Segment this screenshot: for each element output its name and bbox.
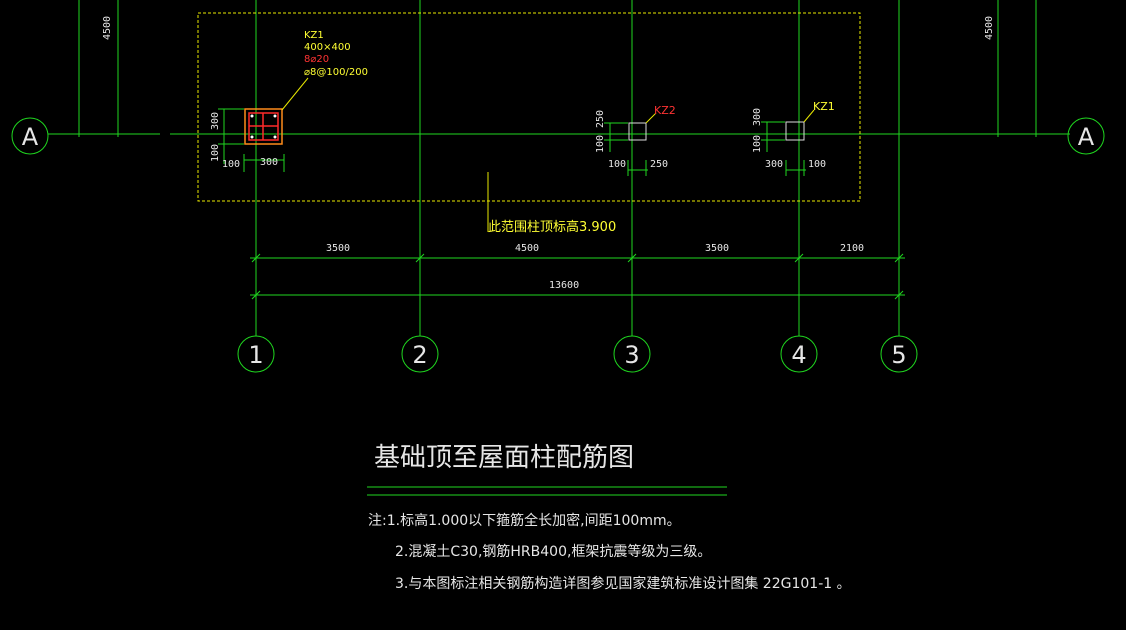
drawing-title: 基础顶至屋面柱配筋图 — [374, 443, 634, 473]
elevation-note: 此范围柱顶标高3.900 — [488, 219, 616, 235]
kz1-main-stirrup: ⌀8@100/200 — [304, 67, 368, 78]
span-2-3: 4500 — [515, 243, 539, 254]
svg-text:3: 3 — [624, 341, 639, 369]
total-dimension-line — [250, 290, 905, 300]
axis-a-bubble-right: A — [1067, 117, 1105, 155]
span-dimension-line — [250, 253, 905, 263]
kz1-right-dim-h1: 300 — [752, 108, 763, 126]
kz1-main-dim-h1: 300 — [210, 112, 221, 130]
note-2: 2.混凝土C30,钢筋HRB400,框架抗震等级为三级。 — [395, 543, 711, 560]
column-kz2 — [604, 112, 657, 176]
axis-a-bubble-left: A — [11, 117, 49, 155]
kz1-right-dim-w1: 300 — [765, 159, 783, 170]
kz2-dim-h2: 100 — [595, 135, 606, 153]
span-3-4: 3500 — [705, 243, 729, 254]
kz1-main-dim-h2: 100 — [210, 144, 221, 162]
kz1-right-dim-w2: 100 — [808, 159, 826, 170]
top-dim-right: 4500 — [984, 16, 995, 40]
kz2-dim-w2: 250 — [650, 159, 668, 170]
kz2-dim-h1: 250 — [595, 110, 606, 128]
svg-text:1: 1 — [248, 341, 263, 369]
axis-bubble-1: 1 — [237, 335, 275, 373]
svg-text:A: A — [1078, 123, 1095, 151]
vertical-grid-lines — [78, 0, 1037, 336]
kz1-main-dim-w1: 100 — [222, 159, 240, 170]
svg-text:5: 5 — [891, 341, 906, 369]
top-dim-left: 4500 — [102, 16, 113, 40]
span-4-5: 2100 — [840, 243, 864, 254]
kz1-right-dim-h2: 100 — [752, 135, 763, 153]
kz1-main-dim-w2: 300 — [260, 157, 278, 168]
kz2-dim-w1: 100 — [608, 159, 626, 170]
elevation-range-box — [197, 12, 861, 202]
kz1-main-size: 400×400 — [304, 42, 351, 53]
kz2-name: KZ2 — [654, 104, 676, 117]
note-3: 3.与本图标注相关钢筋构造详图参见国家建筑标准设计图集 22G101-1 。 — [395, 575, 851, 592]
svg-text:4: 4 — [791, 341, 806, 369]
kz1-main-name: KZ1 — [304, 30, 324, 41]
axis-bubble-4: 4 — [780, 335, 818, 373]
axis-bubble-3: 3 — [613, 335, 651, 373]
note-1: 注:1.标高1.000以下箍筋全长加密,间距100mm。 — [368, 512, 681, 529]
axis-bubble-5: 5 — [880, 335, 918, 373]
span-1-2: 3500 — [326, 243, 350, 254]
total-span: 13600 — [549, 280, 579, 291]
axis-bubble-2: 2 — [401, 335, 439, 373]
kz1-right-name: KZ1 — [813, 100, 835, 113]
svg-text:2: 2 — [412, 341, 427, 369]
svg-text:A: A — [22, 123, 39, 151]
column-kz1-main — [218, 77, 309, 172]
kz1-main-bars: 8⌀20 — [304, 54, 329, 65]
column-kz1-right — [761, 109, 815, 176]
